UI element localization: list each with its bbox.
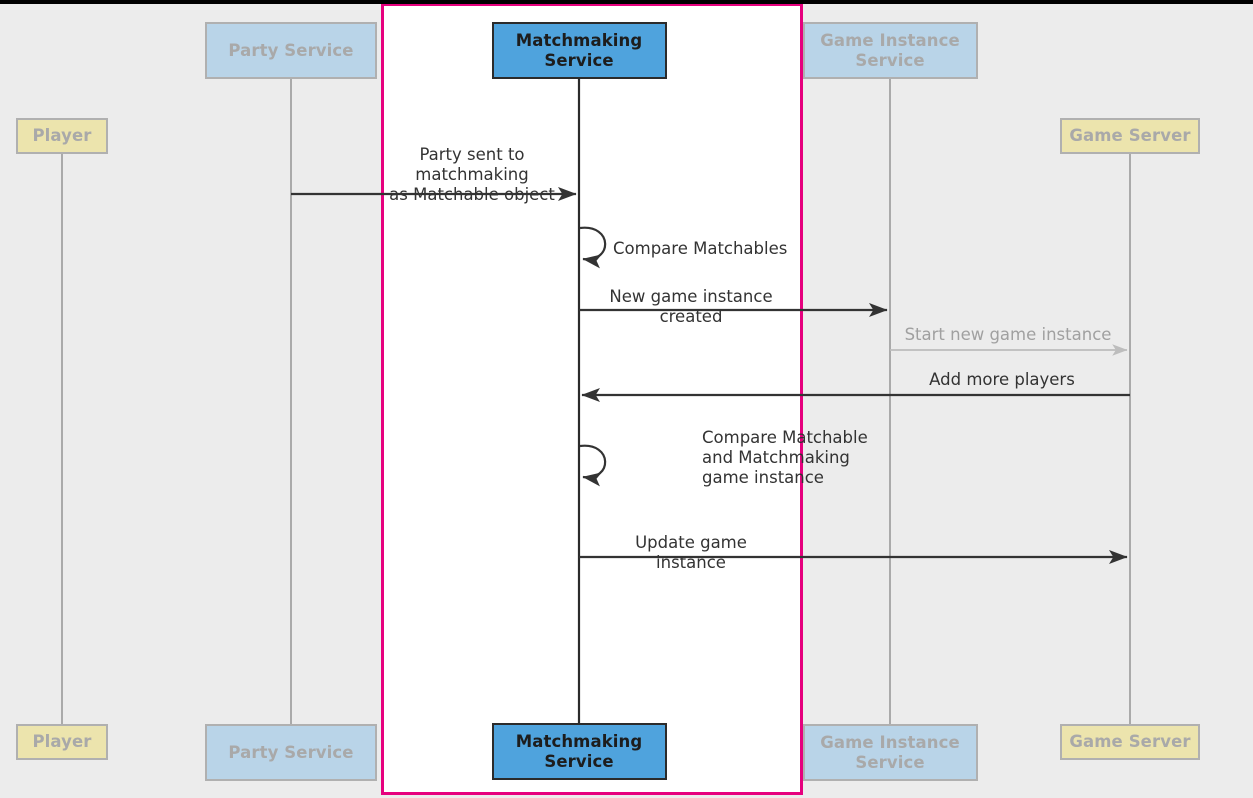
- participant-player-bottom[interactable]: Player: [16, 724, 108, 760]
- participant-label: Party Service: [228, 742, 354, 762]
- top-black-bar: [0, 0, 1253, 4]
- self-message-arrow-compare-matchable-and-matchmaking-game-instance[interactable]: [579, 444, 607, 487]
- participant-label: Game Server: [1069, 126, 1191, 146]
- message-label-party-to-matchmaking: Party sent to matchmaking as Matchable o…: [389, 145, 555, 205]
- message-label-compare-matchables: Compare Matchables: [613, 239, 788, 258]
- arrows-layer: [291, 186, 1130, 565]
- participant-label: Game Instance Service: [820, 31, 960, 70]
- participant-label: Matchmaking Service: [515, 732, 643, 771]
- message-label-update-game-instance: Update game instance: [635, 533, 747, 573]
- lifelines-layer: [61, 79, 1131, 724]
- participant-party-service-top[interactable]: Party Service: [205, 22, 377, 79]
- participant-game-server-top[interactable]: Game Server: [1060, 118, 1200, 154]
- participant-label: Game Server: [1069, 732, 1191, 752]
- participant-game-server-bottom[interactable]: Game Server: [1060, 724, 1200, 760]
- message-label-new-game-instance-created: New game instance created: [609, 287, 773, 327]
- participant-label: Matchmaking Service: [515, 31, 643, 70]
- message-label-compare-matchable-and-matchmaking-game-instance: Compare Matchable and Matchmaking game i…: [702, 428, 868, 488]
- message-label-add-more-players: Add more players: [929, 370, 1075, 389]
- participant-game-instance-top[interactable]: Game Instance Service: [802, 22, 978, 79]
- participant-matchmaking-top[interactable]: Matchmaking Service: [491, 22, 667, 79]
- participant-label: Game Instance Service: [820, 733, 960, 772]
- participant-label: Party Service: [228, 40, 354, 60]
- self-message-arrow-compare-matchables[interactable]: [579, 226, 607, 269]
- participant-party-service-bottom[interactable]: Party Service: [205, 724, 377, 781]
- participant-game-instance-bottom[interactable]: Game Instance Service: [802, 724, 978, 781]
- participant-player-top[interactable]: Player: [16, 118, 108, 154]
- message-label-start-new-game-instance: Start new game instance: [904, 325, 1112, 344]
- participant-label: Player: [32, 126, 92, 146]
- participant-label: Player: [32, 732, 92, 752]
- participant-matchmaking-bottom[interactable]: Matchmaking Service: [491, 723, 667, 780]
